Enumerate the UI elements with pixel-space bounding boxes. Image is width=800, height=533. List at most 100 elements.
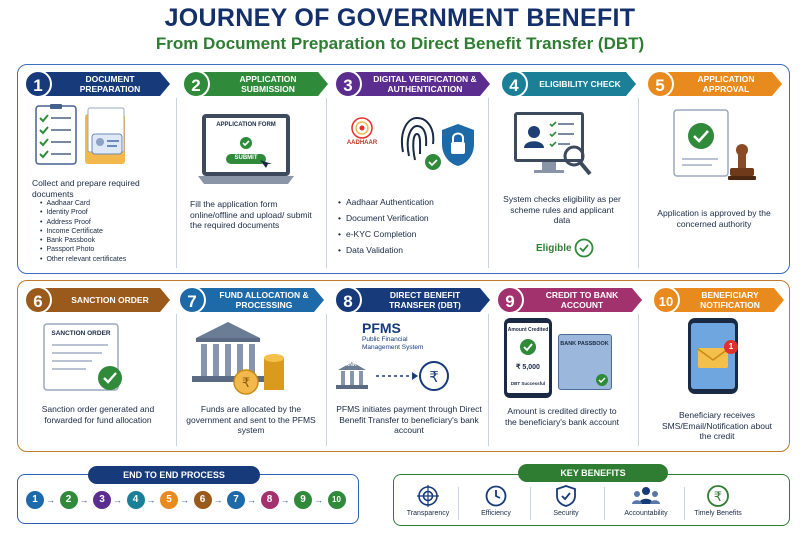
chain-step: 8 bbox=[260, 491, 279, 509]
step-header: 7 FUND ALLOCATION & PROCESSING bbox=[176, 286, 326, 314]
step-header: 5 APPLICATION APPROVAL bbox=[644, 70, 794, 98]
list-item: e-KYC Completion bbox=[338, 226, 488, 242]
benefit-label: Transparency bbox=[406, 510, 450, 517]
pfms-subtitle: Public Financial Management System bbox=[362, 336, 424, 351]
benefit-label: Accountability bbox=[624, 510, 668, 517]
divider bbox=[488, 98, 489, 268]
step-number: 10 bbox=[652, 286, 680, 314]
list-item: Address Proof bbox=[40, 218, 170, 227]
chain-step: 10 bbox=[327, 491, 346, 509]
sanction-document-icon: SANCTION ORDER bbox=[42, 322, 122, 392]
process-label: END TO END PROCESS bbox=[88, 466, 260, 484]
fingerprint-icon bbox=[401, 116, 441, 170]
laptop-icon: APPLICATION FORM SUBMIT bbox=[198, 114, 294, 184]
step-description: Sanction order generated and forwarded f… bbox=[41, 404, 155, 425]
step-description: Application is approved by the concerned… bbox=[657, 208, 771, 229]
list-item: Passport Photo bbox=[40, 245, 170, 254]
step-description: Amount is credited directly to the benef… bbox=[504, 406, 620, 427]
people-icon bbox=[632, 487, 660, 504]
chain-step: 2 bbox=[59, 491, 78, 509]
phone-notification-icon: 1 bbox=[688, 318, 738, 394]
step-description: Fill the application form online/offline… bbox=[190, 199, 312, 230]
divider bbox=[176, 314, 177, 446]
benefit-label: Efficiency bbox=[481, 510, 511, 517]
step-number: 6 bbox=[24, 286, 52, 314]
step-title: DIRECT BENEFIT TRANSFER (DBT) bbox=[389, 290, 461, 310]
chain-step: 5 bbox=[160, 491, 178, 509]
arrow-right-icon: → bbox=[213, 495, 223, 505]
benefit-efficiency bbox=[458, 484, 534, 513]
target-icon bbox=[417, 485, 439, 507]
shield-lock-icon bbox=[442, 124, 474, 166]
divider bbox=[530, 487, 531, 520]
step-description: Collect and prepare required documents bbox=[32, 178, 140, 199]
notification-badge: 1 bbox=[724, 340, 738, 354]
pfms-title: PFMS bbox=[362, 320, 401, 336]
chain-step: 1 bbox=[26, 491, 44, 509]
aadhaar-label: AADHAAR bbox=[346, 140, 378, 146]
list-item: Aadhaar Authentication bbox=[338, 194, 488, 210]
step-header: 6 SANCTION ORDER bbox=[22, 286, 172, 314]
chain-step: 3 bbox=[93, 491, 111, 509]
step-title: BENEFICIARY NOTIFICATION bbox=[700, 290, 760, 310]
arrow-right-icon: → bbox=[113, 495, 122, 505]
document-list: Aadhaar Card Identity Proof Address Proo… bbox=[40, 199, 170, 264]
arrow-right-icon: → bbox=[146, 495, 156, 505]
arrow-right-icon: → bbox=[280, 495, 290, 505]
list-item: Aadhaar Card bbox=[40, 199, 170, 208]
arrow-right-icon: → bbox=[79, 495, 89, 505]
divider bbox=[176, 98, 177, 268]
arrow-right-icon: → bbox=[247, 495, 256, 505]
government-building-icon: ₹ bbox=[192, 322, 284, 395]
step-description: Funds are allocated by the government an… bbox=[186, 404, 316, 435]
form-label: APPLICATION FORM bbox=[216, 122, 276, 128]
svg-text:₹: ₹ bbox=[429, 368, 439, 386]
step-description: System checks eligibility as per scheme … bbox=[503, 194, 621, 225]
step-header: 3 DIGITAL VERIFICATION & AUTHENTICATION bbox=[332, 70, 490, 98]
phone-icon: Amount Credited ₹ 5,000 DBT Successful bbox=[504, 318, 552, 398]
list-item: Other relevant certificates bbox=[40, 255, 170, 264]
eligible-status: Eligible bbox=[536, 243, 572, 254]
rupee-coin-icon: ₹ bbox=[707, 485, 729, 507]
step-title: APPLICATION SUBMISSION bbox=[239, 74, 297, 94]
step-number: 8 bbox=[334, 286, 362, 314]
step-description: PFMS initiates payment through Direct Be… bbox=[336, 404, 482, 435]
divider bbox=[326, 314, 327, 446]
step-header: 2 APPLICATION SUBMISSION bbox=[180, 70, 330, 98]
shield-check-icon bbox=[556, 485, 576, 507]
step-header: 8 DIRECT BENEFIT TRANSFER (DBT) bbox=[332, 286, 490, 314]
aadhaar-logo-icon bbox=[351, 117, 373, 139]
clock-icon bbox=[485, 485, 507, 507]
step-number: 7 bbox=[178, 286, 206, 314]
doc-label: SANCTION ORDER bbox=[51, 330, 111, 337]
divider bbox=[638, 314, 639, 446]
list-item: Bank Passbook bbox=[40, 236, 170, 245]
chain-step: 7 bbox=[227, 491, 245, 509]
step-number: 4 bbox=[500, 70, 528, 98]
passbook-icon: BANK PASSBOOK bbox=[558, 334, 612, 390]
verification-list: Aadhaar Authentication Document Verifica… bbox=[338, 194, 488, 258]
chain-step: 4 bbox=[126, 491, 145, 509]
step-title: FUND ALLOCATION & PROCESSING bbox=[219, 290, 309, 310]
step-title: SANCTION ORDER bbox=[71, 295, 149, 305]
submit-button: SUBMIT bbox=[234, 155, 258, 161]
step-header: 4 ELIGIBILITY CHECK bbox=[498, 70, 648, 98]
list-item: Document Verification bbox=[338, 210, 488, 226]
divider bbox=[326, 98, 327, 268]
divider bbox=[684, 487, 685, 520]
phone-top-text: Amount Credited bbox=[507, 327, 549, 333]
step-number: 2 bbox=[182, 70, 210, 98]
step-header: 1 DOCUMENT PREPARATION bbox=[22, 70, 172, 98]
passbook-label: BANK PASSBOOK bbox=[560, 341, 609, 347]
benefit-label: Security bbox=[553, 510, 579, 517]
arrow-right-icon: → bbox=[46, 495, 55, 505]
check-circle-icon bbox=[574, 238, 594, 258]
arrow-right-icon: → bbox=[314, 495, 323, 505]
divider bbox=[604, 487, 605, 520]
step-title: CREDIT TO BANK ACCOUNT bbox=[545, 290, 619, 310]
step-title: DIGITAL VERIFICATION & AUTHENTICATION bbox=[373, 74, 477, 94]
chain-step: 6 bbox=[193, 491, 212, 509]
step-title: ELIGIBILITY CHECK bbox=[539, 79, 621, 89]
benefits-label: KEY BENEFITS bbox=[518, 464, 668, 482]
step-number: 9 bbox=[496, 286, 524, 314]
